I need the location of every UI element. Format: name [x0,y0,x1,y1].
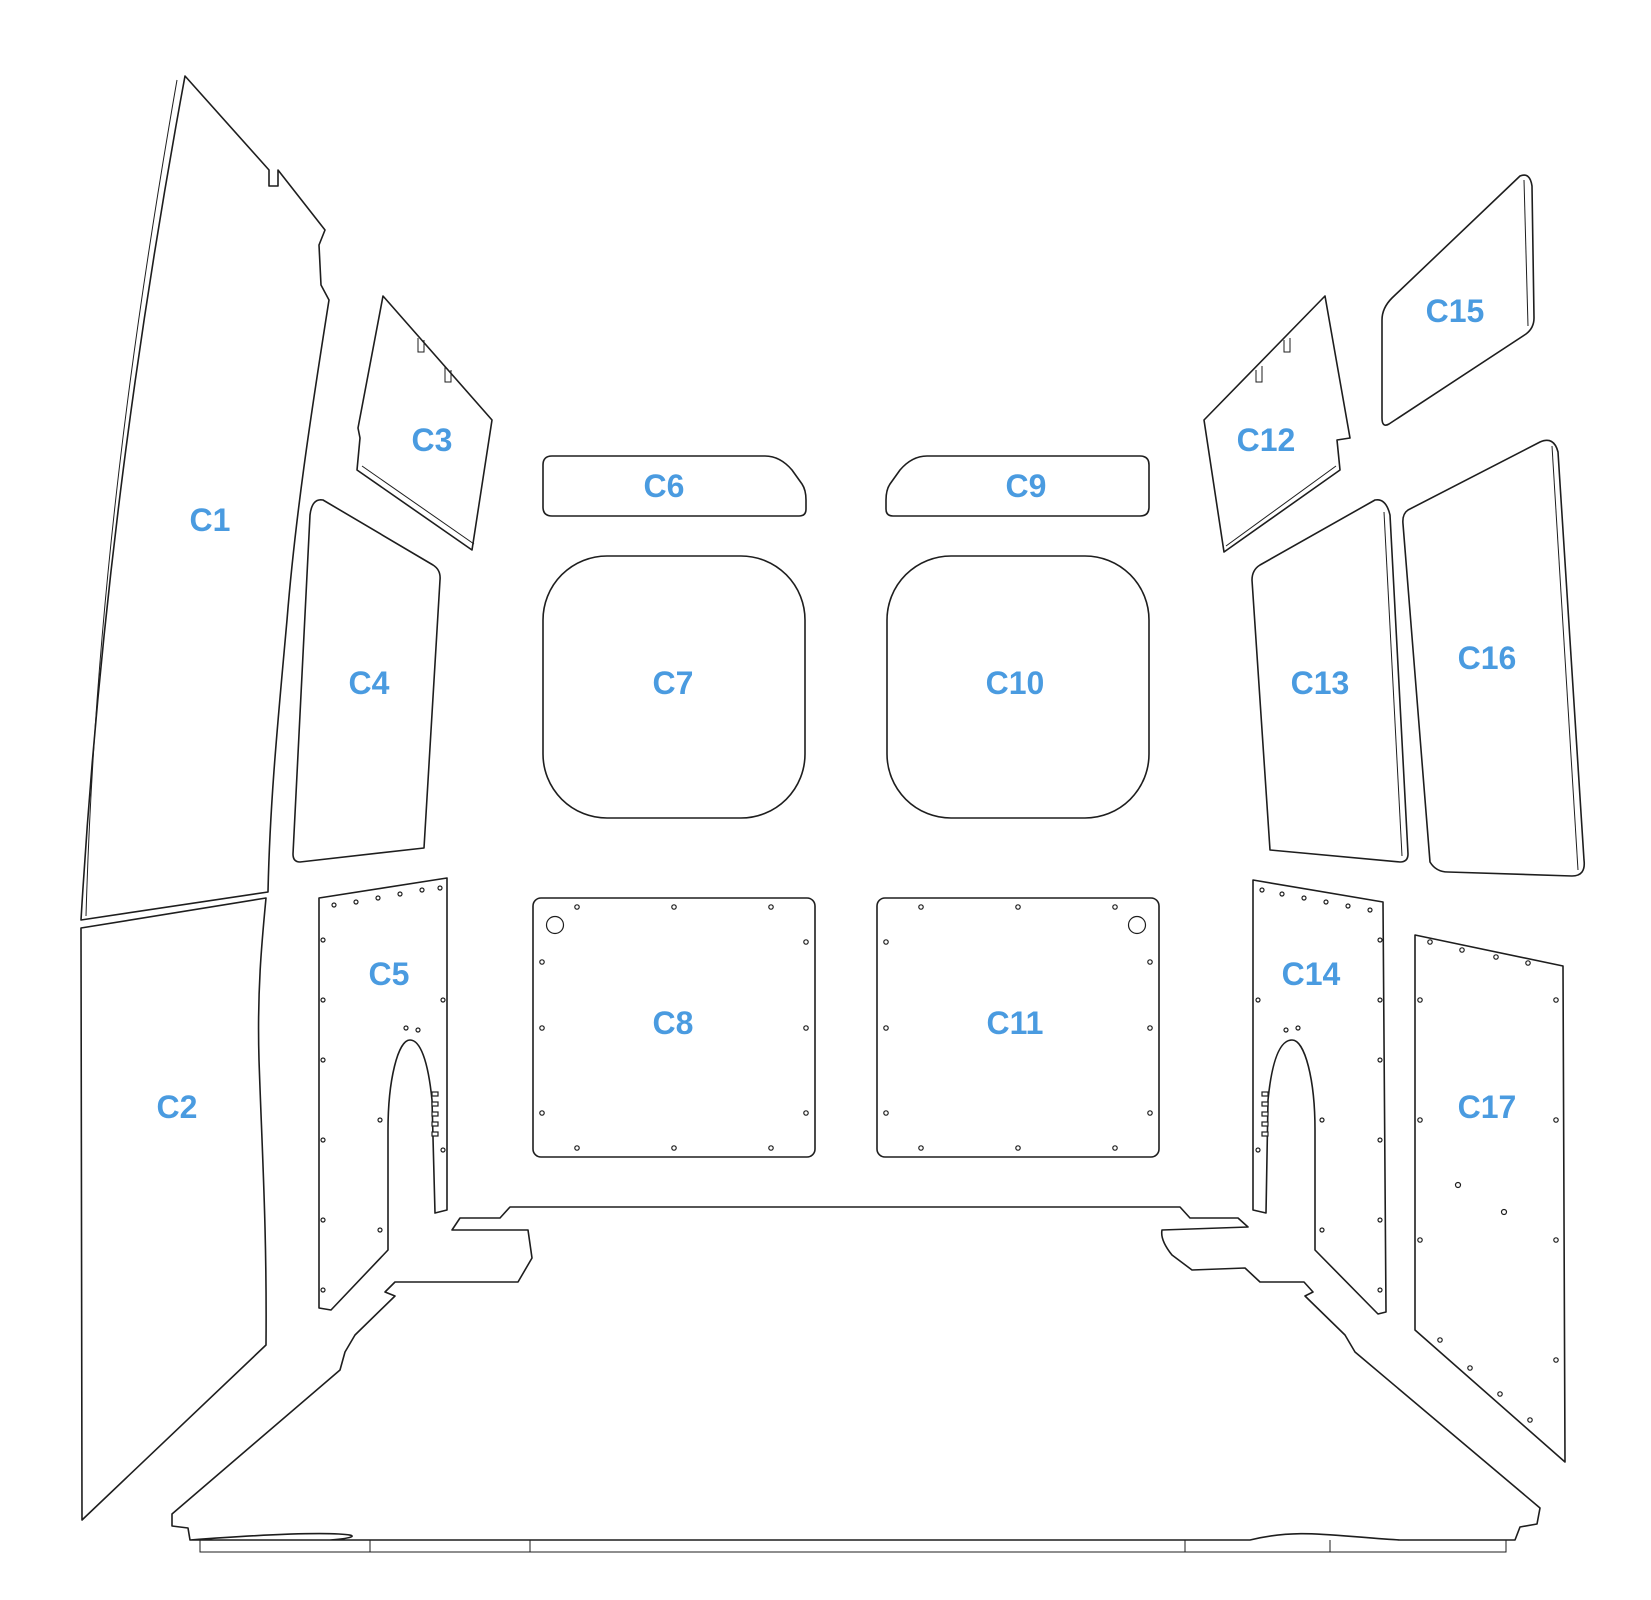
panel-c13 [1251,498,1409,863]
panel-c3-edge [361,465,475,545]
panel-c12-slots [1255,338,1291,383]
panel-c4 [292,498,441,863]
label-c1: C1 [190,502,231,538]
label-c2: C2 [157,1089,198,1125]
panel-c14 [1252,879,1387,1315]
panel-c1 [80,75,330,921]
label-c13: C13 [1291,665,1350,701]
panel-c2 [80,897,267,1521]
panel-c1-edge [85,79,178,917]
label-c9: C9 [1006,468,1047,504]
panel-labels: C1 C2 C3 C4 C5 C6 C7 C8 C9 C10 C11 C12 C… [157,293,1517,1125]
label-c14: C14 [1282,956,1341,992]
floor-panel [171,1206,1541,1541]
panel-c5-holes [320,885,446,1293]
panel-c17 [1414,934,1566,1463]
label-c6: C6 [644,468,685,504]
label-c8: C8 [653,1005,694,1041]
label-c4: C4 [349,665,390,701]
label-c12: C12 [1237,422,1296,458]
panel-c15-edge [1523,179,1529,327]
panel-c11 [876,897,1160,1158]
floor-front-lip [199,1540,1507,1553]
panel-c10 [886,555,1150,819]
label-c7: C7 [653,665,694,701]
panel-c3-slots [417,338,452,383]
label-c11: C11 [987,1005,1044,1041]
panel-c17-holes [1417,939,1559,1423]
label-c16: C16 [1458,640,1517,676]
label-c10: C10 [986,665,1045,701]
panel-c13-edge [1383,511,1403,857]
panel-c7 [542,555,806,819]
label-c17: C17 [1458,1089,1517,1125]
panel-c5 [318,877,448,1311]
label-c5: C5 [369,956,410,992]
panel-c12 [1203,295,1351,553]
panel-c6 [542,455,807,517]
panel-c8 [532,897,816,1158]
panel-c11-holes [883,904,1153,1151]
panel-c16-edge [1551,445,1579,871]
label-c3: C3 [412,422,453,458]
panel-c14-holes [1255,887,1383,1293]
panel-c15 [1381,174,1535,426]
panel-c12-edge [1225,465,1337,547]
label-c15: C15 [1426,293,1485,329]
panel-c8-holes [539,904,809,1151]
panel-c9 [885,455,1150,517]
panel-c16 [1402,439,1586,877]
